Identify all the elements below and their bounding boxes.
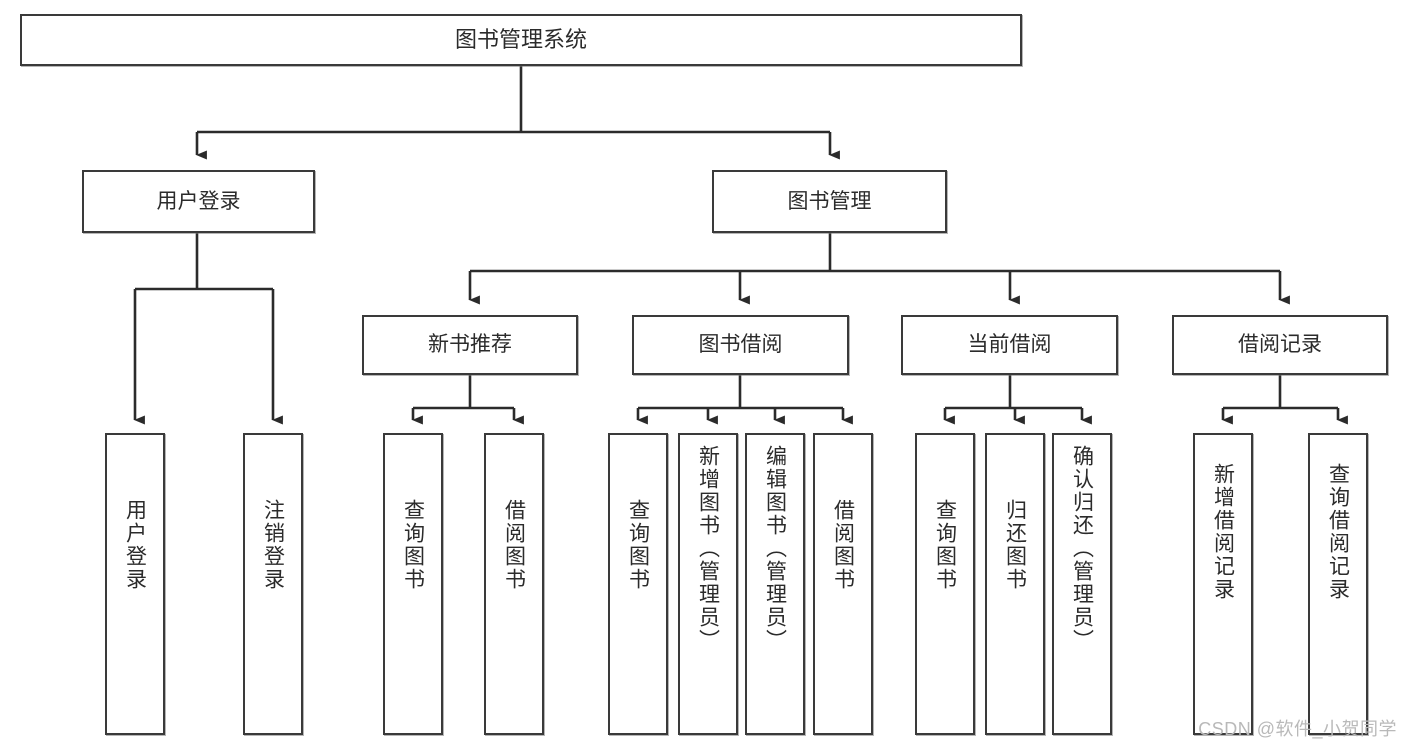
node-leaf-user-logout-label: 注销登录	[261, 499, 285, 591]
node-leaf-rec-query[interactable]: 查询图书	[383, 433, 443, 735]
node-leaf-rec-borrow-label: 借阅图书	[502, 499, 526, 591]
node-leaf-borrow-lend-label: 借阅图书	[831, 499, 855, 591]
node-book-borrow-label: 图书借阅	[698, 333, 783, 357]
csdn-watermark: CSDN @软件_小贺同学	[1198, 719, 1397, 739]
node-leaf-user-logout[interactable]: 注销登录	[243, 433, 303, 735]
node-root-label: 图书管理系统	[454, 26, 587, 52]
node-leaf-rec-search[interactable]: 查询借阅记录	[1308, 433, 1368, 735]
node-user-login[interactable]: 用户登录	[82, 170, 315, 233]
node-borrow-record-label: 借阅记录	[1238, 333, 1322, 357]
node-root[interactable]: 图书管理系统	[20, 14, 1022, 66]
node-leaf-user-login[interactable]: 用户登录	[105, 433, 165, 735]
node-leaf-cur-confirm-label: 确认归还（管理员）	[1070, 445, 1094, 652]
node-current-borrow-label: 当前借阅	[967, 333, 1052, 357]
node-leaf-borrow-add[interactable]: 新增图书（管理员）	[678, 433, 738, 735]
node-leaf-borrow-edit[interactable]: 编辑图书（管理员）	[745, 433, 805, 735]
node-leaf-cur-return-label: 归还图书	[1003, 499, 1027, 591]
node-leaf-cur-query-label: 查询图书	[933, 499, 957, 591]
node-current-borrow[interactable]: 当前借阅	[901, 315, 1118, 375]
node-borrow-record[interactable]: 借阅记录	[1172, 315, 1388, 375]
node-new-book-rec-label: 新书推荐	[428, 333, 512, 357]
node-book-borrow[interactable]: 图书借阅	[632, 315, 849, 375]
node-user-login-label: 用户登录	[156, 189, 241, 213]
node-leaf-rec-add-label: 新增借阅记录	[1211, 463, 1235, 601]
node-new-book-rec[interactable]: 新书推荐	[362, 315, 578, 375]
node-book-manage-label: 图书管理	[787, 189, 872, 213]
node-book-manage[interactable]: 图书管理	[712, 170, 947, 233]
node-leaf-borrow-lend[interactable]: 借阅图书	[813, 433, 873, 735]
node-leaf-rec-query-label: 查询图书	[401, 499, 425, 591]
node-leaf-cur-query[interactable]: 查询图书	[915, 433, 975, 735]
node-leaf-cur-confirm[interactable]: 确认归还（管理员）	[1052, 433, 1112, 735]
node-leaf-rec-search-label: 查询借阅记录	[1326, 463, 1350, 601]
node-leaf-rec-add[interactable]: 新增借阅记录	[1193, 433, 1253, 735]
node-leaf-borrow-edit-label: 编辑图书（管理员）	[763, 445, 787, 652]
node-leaf-user-login-label: 用户登录	[123, 499, 147, 591]
node-leaf-rec-borrow[interactable]: 借阅图书	[484, 433, 544, 735]
node-leaf-borrow-query-label: 查询图书	[626, 499, 650, 591]
node-leaf-cur-return[interactable]: 归还图书	[985, 433, 1045, 735]
node-leaf-borrow-add-label: 新增图书（管理员）	[696, 445, 720, 652]
node-leaf-borrow-query[interactable]: 查询图书	[608, 433, 668, 735]
